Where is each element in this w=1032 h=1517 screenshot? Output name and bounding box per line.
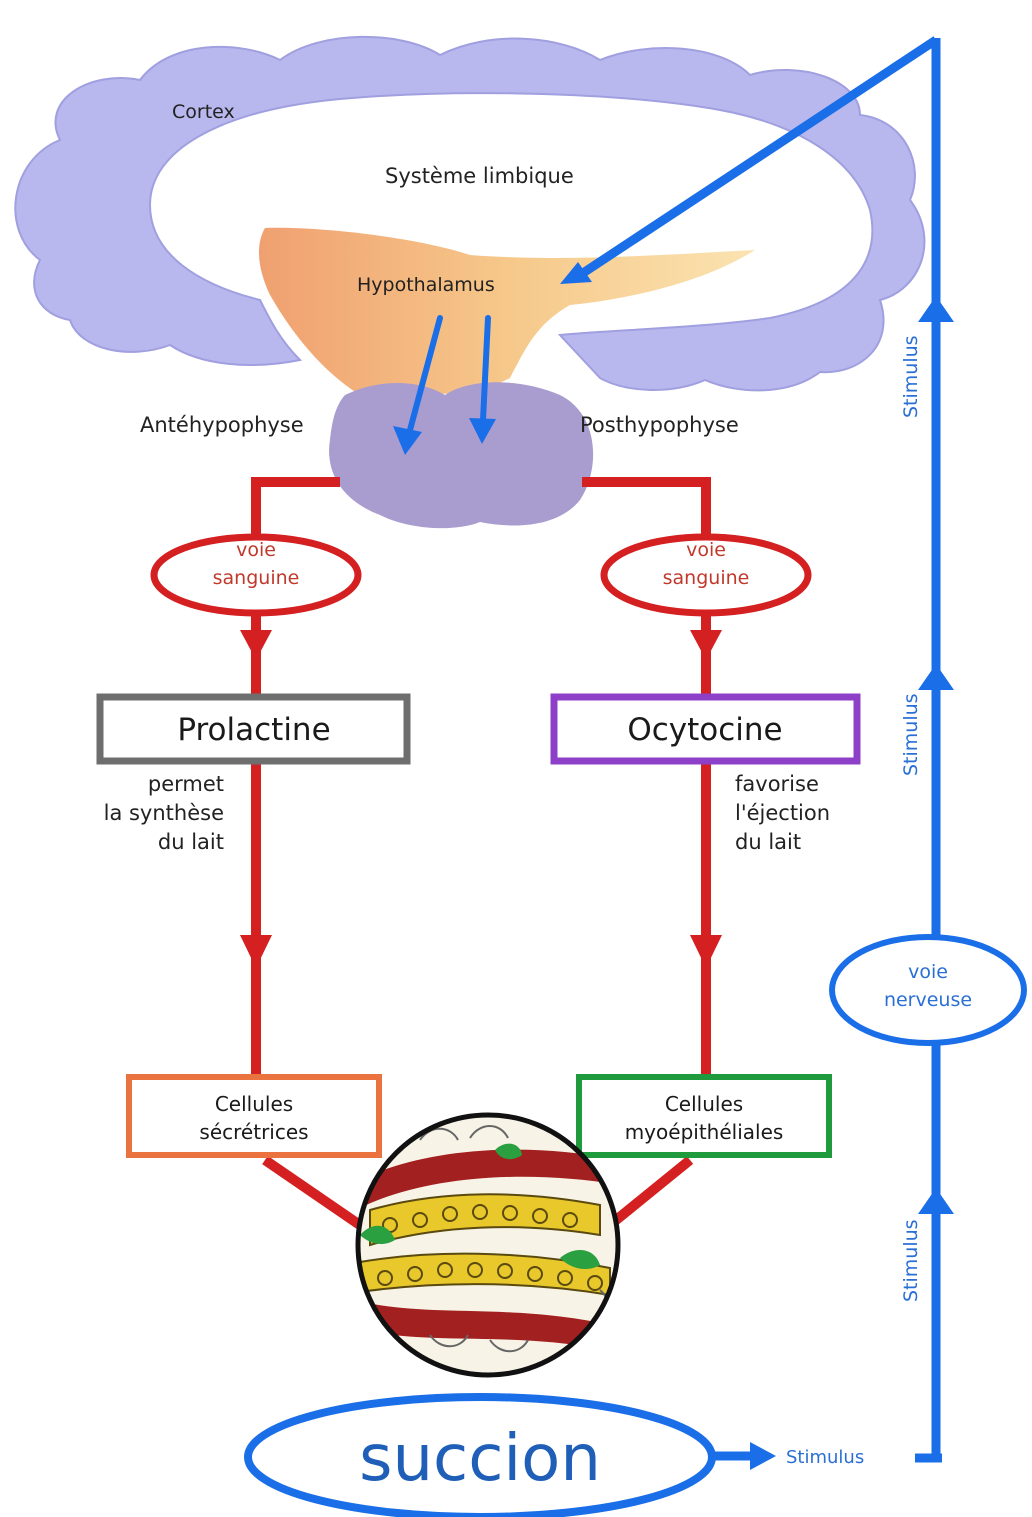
nerve-route-oval: voie nerveuse <box>832 937 1024 1043</box>
hypothalamus-label: Hypothalamus <box>357 274 495 296</box>
blood-route-oval-left: voie sanguine <box>154 537 358 613</box>
nerve-route-arrowheads <box>560 262 954 1470</box>
prolactine-effect-line3: du lait <box>158 830 224 854</box>
prolactine-effect-line2: la synthèse <box>104 801 224 825</box>
blood-route-right-line2: sanguine <box>663 567 750 589</box>
blood-route-oval-right: voie sanguine <box>604 537 808 613</box>
nerve-route-line2: nerveuse <box>884 989 972 1011</box>
blood-route-arrowheads <box>240 630 722 968</box>
limbic-system-label: Système limbique <box>385 164 574 188</box>
myoepithelial-cells-box: Cellules myoépithéliales <box>579 1077 829 1155</box>
blood-route-right-line1: voie <box>686 539 726 561</box>
stimulus-label-mid: Stimulus <box>900 693 922 776</box>
myoepithelial-cells-line2: myoépithéliales <box>625 1120 784 1144</box>
cortex-label: Cortex <box>172 101 235 123</box>
secretory-cells-line1: Cellules <box>215 1092 293 1116</box>
secretory-cells-line2: sécrétrices <box>199 1120 308 1144</box>
stimulus-label-low: Stimulus <box>900 1219 922 1302</box>
ocytocine-box: Ocytocine <box>554 697 857 761</box>
posthypophyse-label: Posthypophyse <box>580 413 739 437</box>
prolactine-label: Prolactine <box>177 712 330 748</box>
ocytocine-effect-line2: l'éjection <box>735 801 830 825</box>
myoepithelial-cells-line1: Cellules <box>665 1092 743 1116</box>
ocytocine-effect-line3: du lait <box>735 830 801 854</box>
blood-route-left-line2: sanguine <box>213 567 300 589</box>
prolactine-box: Prolactine <box>100 697 407 761</box>
succion-oval: succion <box>248 1397 712 1517</box>
stimulus-label-horizontal: Stimulus <box>786 1447 864 1468</box>
stimulus-label-top: Stimulus <box>900 335 922 418</box>
blood-route-left-line1: voie <box>236 539 276 561</box>
prolactine-effect-line1: permet <box>148 772 224 796</box>
antehypophyse-label: Antéhypophyse <box>140 413 304 437</box>
pituitary-shape <box>329 382 593 528</box>
ocytocine-label: Ocytocine <box>627 712 782 748</box>
nerve-route-line1: voie <box>908 961 948 983</box>
secretory-cells-box: Cellules sécrétrices <box>129 1077 379 1155</box>
ocytocine-effect-line1: favorise <box>735 772 819 796</box>
succion-label: succion <box>359 1422 601 1496</box>
